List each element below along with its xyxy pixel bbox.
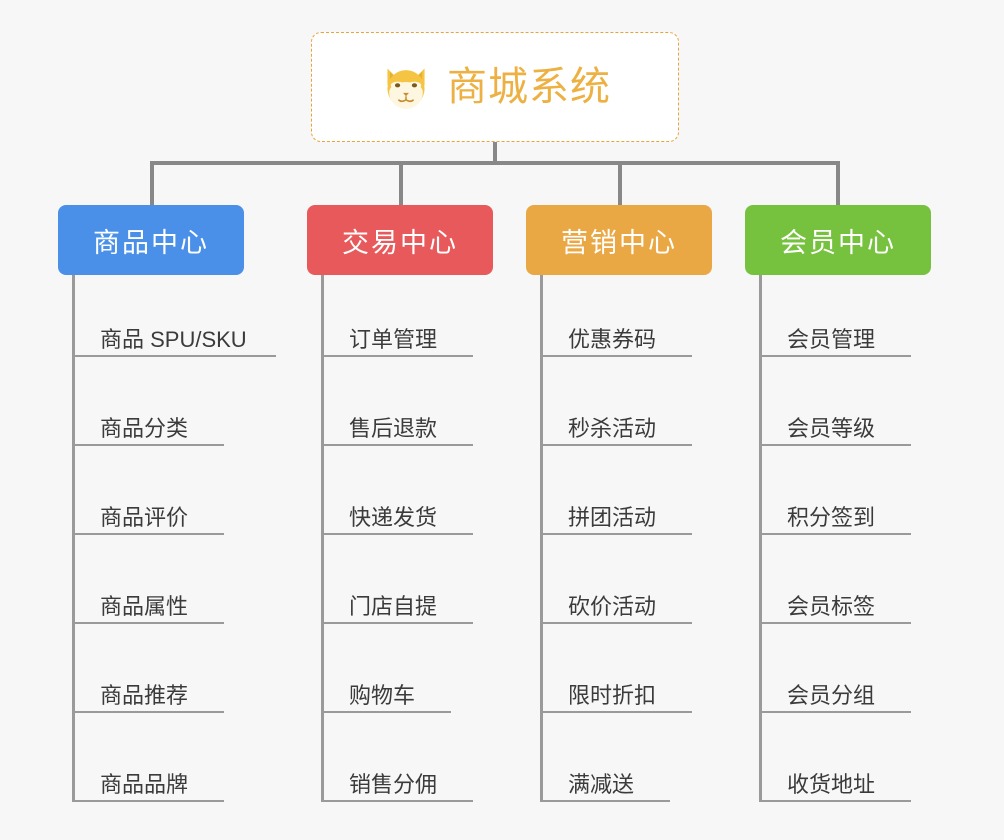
leaf-item[interactable]: 满减送 <box>540 756 670 802</box>
category-label: 营销中心 <box>561 227 677 258</box>
leaf-item[interactable]: 商品推荐 <box>72 667 224 713</box>
leaf-item-label: 订单管理 <box>321 328 473 357</box>
column-spine <box>321 275 324 802</box>
category-label: 商品中心 <box>93 227 209 258</box>
leaf-item-label: 会员分组 <box>759 684 911 713</box>
leaf-item-label: 拼团活动 <box>540 506 692 535</box>
leaf-item-label: 优惠券码 <box>540 328 692 357</box>
leaf-item-label: 积分签到 <box>759 506 911 535</box>
leaf-item[interactable]: 拼团活动 <box>540 489 692 535</box>
leaf-item[interactable]: 门店自提 <box>321 578 473 624</box>
leaf-item-label: 门店自提 <box>321 595 473 624</box>
category-box[interactable]: 会员中心 <box>745 205 931 275</box>
category-box[interactable]: 营销中心 <box>526 205 712 275</box>
leaf-item[interactable]: 购物车 <box>321 667 451 713</box>
category-box[interactable]: 交易中心 <box>307 205 493 275</box>
leaf-item[interactable]: 商品分类 <box>72 400 224 446</box>
leaf-item-label: 收货地址 <box>759 773 911 802</box>
leaf-item-label: 商品推荐 <box>72 684 224 713</box>
leaf-item[interactable]: 商品品牌 <box>72 756 224 802</box>
leaf-item[interactable]: 优惠券码 <box>540 311 692 357</box>
column-spine <box>540 275 543 802</box>
connector-drop-4 <box>836 161 840 206</box>
leaf-item-label: 满减送 <box>540 773 670 802</box>
root-label: 商城系统 <box>447 65 611 109</box>
leaf-item[interactable]: 商品属性 <box>72 578 224 624</box>
leaf-item-label: 商品分类 <box>72 417 224 446</box>
leaf-item[interactable]: 秒杀活动 <box>540 400 692 446</box>
leaf-item-label: 限时折扣 <box>540 684 692 713</box>
root-node[interactable]: 商城系统 <box>311 32 679 142</box>
shiba-dog-face-icon <box>387 68 425 109</box>
leaf-item-label: 会员标签 <box>759 595 911 624</box>
leaf-item-label: 砍价活动 <box>540 595 692 624</box>
leaf-item-label: 商品属性 <box>72 595 224 624</box>
leaf-item[interactable]: 会员标签 <box>759 578 911 624</box>
leaf-item-label: 商品 SPU/SKU <box>72 328 276 357</box>
connector-drop-2 <box>399 161 403 206</box>
leaf-item[interactable]: 会员等级 <box>759 400 911 446</box>
leaf-item[interactable]: 收货地址 <box>759 756 911 802</box>
connector-bus <box>150 161 840 165</box>
leaf-item[interactable]: 砍价活动 <box>540 578 692 624</box>
column-spine <box>759 275 762 802</box>
column-spine <box>72 275 75 802</box>
leaf-item-label: 秒杀活动 <box>540 417 692 446</box>
leaf-item[interactable]: 积分签到 <box>759 489 911 535</box>
leaf-item-label: 商品品牌 <box>72 773 224 802</box>
leaf-item-label: 会员管理 <box>759 328 911 357</box>
category-box[interactable]: 商品中心 <box>58 205 244 275</box>
leaf-item[interactable]: 快递发货 <box>321 489 473 535</box>
leaf-item[interactable]: 商品 SPU/SKU <box>72 311 276 357</box>
leaf-item[interactable]: 订单管理 <box>321 311 473 357</box>
leaf-item-label: 快递发货 <box>321 506 473 535</box>
leaf-item[interactable]: 销售分佣 <box>321 756 473 802</box>
leaf-item-label: 购物车 <box>321 684 451 713</box>
leaf-item-label: 会员等级 <box>759 417 911 446</box>
category-label: 交易中心 <box>342 227 458 258</box>
leaf-item-label: 售后退款 <box>321 417 473 446</box>
leaf-item[interactable]: 限时折扣 <box>540 667 692 713</box>
leaf-item[interactable]: 会员分组 <box>759 667 911 713</box>
leaf-item-label: 销售分佣 <box>321 773 473 802</box>
category-label: 会员中心 <box>780 227 896 258</box>
connector-root-stem <box>493 142 497 164</box>
leaf-item-label: 商品评价 <box>72 506 224 535</box>
connector-drop-1 <box>150 161 154 206</box>
leaf-item[interactable]: 商品评价 <box>72 489 224 535</box>
connector-drop-3 <box>618 161 622 206</box>
leaf-item[interactable]: 会员管理 <box>759 311 911 357</box>
leaf-item[interactable]: 售后退款 <box>321 400 473 446</box>
